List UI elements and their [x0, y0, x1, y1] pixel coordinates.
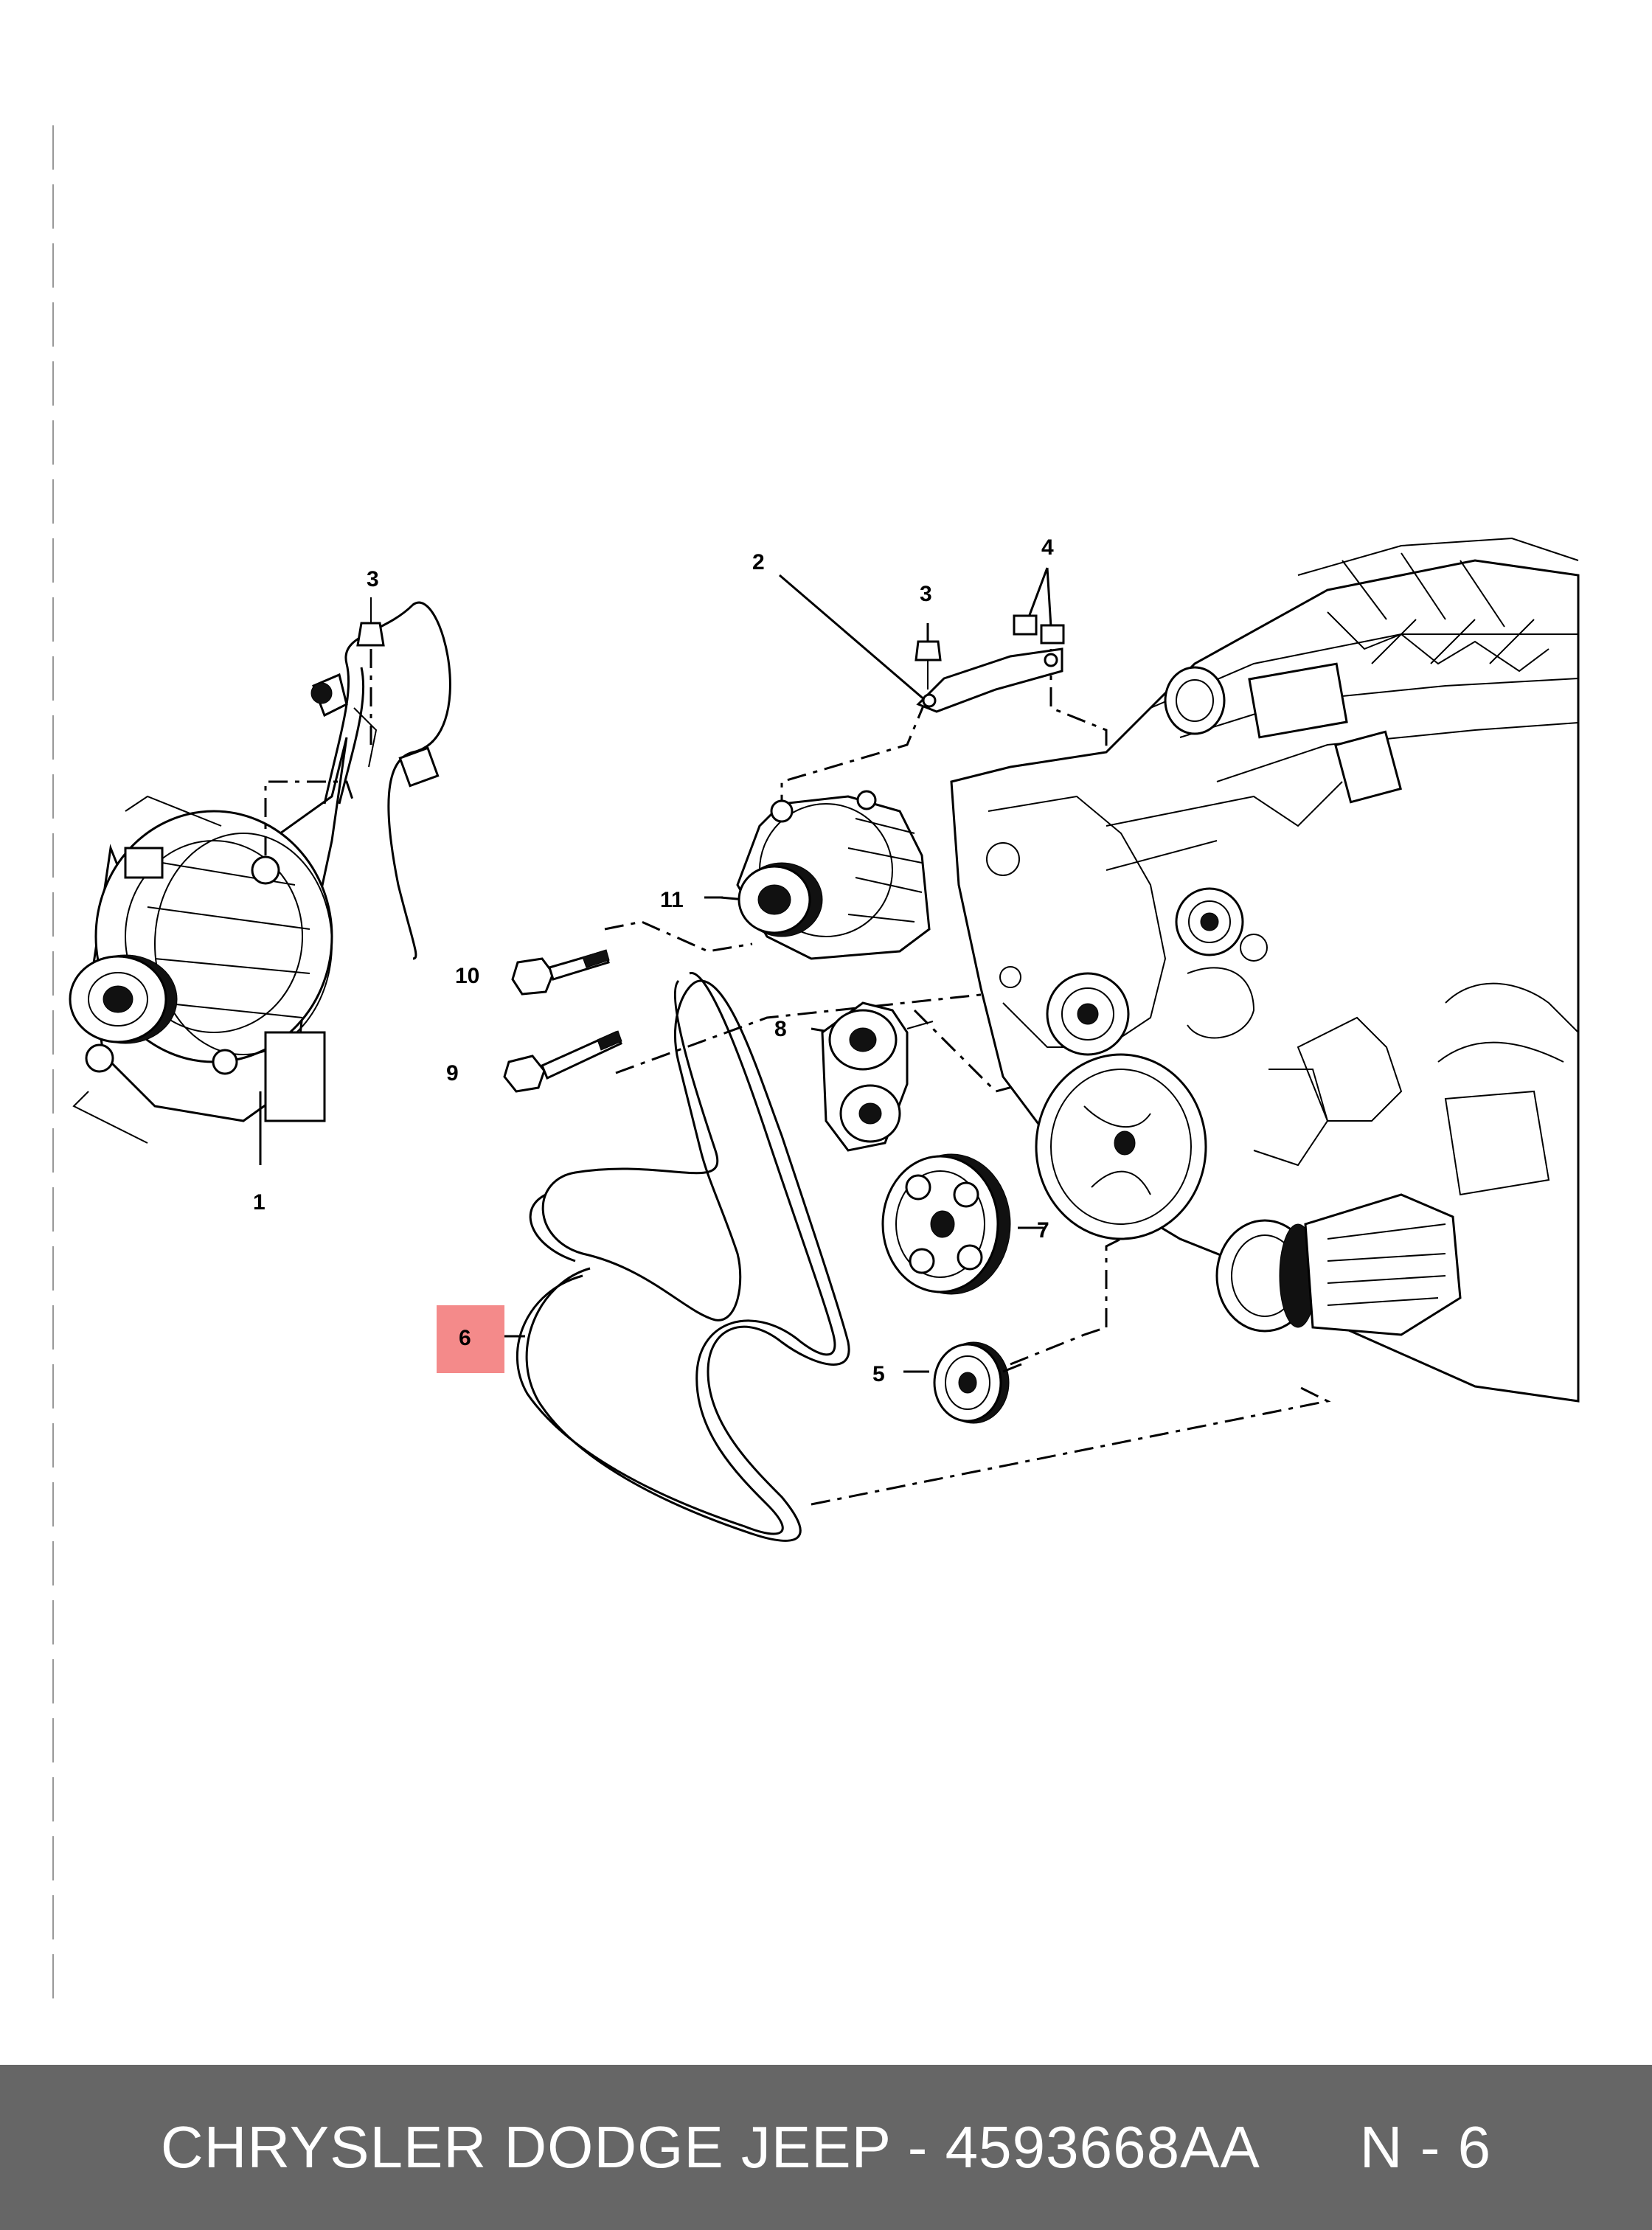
footer-text: CHRYSLER DODGE JEEP - 4593668AA N - 6 — [161, 2113, 1491, 2181]
bolt-9 — [503, 1030, 622, 1093]
footer-gap — [1257, 2114, 1359, 2180]
idler-pulley-5 — [933, 1341, 1022, 1424]
footer-bar: CHRYSLER DODGE JEEP - 4593668AA N - 6 — [0, 2065, 1652, 2230]
callout-6: 6 — [459, 1326, 471, 1350]
callout-8: 8 — [774, 1017, 787, 1041]
callout-4: 4 — [1041, 535, 1054, 560]
callout-3-left: 3 — [367, 567, 379, 591]
parts-diagram: 1 2 3 3 4 5 6 7 8 9 10 11 — [52, 125, 1580, 2006]
belt-tensioner — [821, 1001, 934, 1152]
footer-title: CHRYSLER DODGE JEEP - 4593668AA — [160, 2114, 1257, 2180]
callout-11: 11 — [660, 888, 684, 912]
callout-2: 2 — [752, 550, 765, 574]
alternator-left — [69, 737, 348, 1144]
callout-1: 1 — [253, 1190, 266, 1215]
engine-assembly — [950, 537, 1580, 1403]
serpentine-belt — [516, 972, 850, 1542]
highlight-box — [437, 1305, 504, 1373]
callout-10: 10 — [455, 964, 479, 988]
callout-3-center: 3 — [920, 582, 932, 606]
bolt-10 — [511, 949, 610, 996]
fasteners-top — [914, 614, 1065, 690]
callout-5: 5 — [872, 1362, 885, 1386]
idler-pulley-7 — [881, 1153, 1011, 1295]
footer-page: N - 6 — [1359, 2114, 1492, 2180]
alternator-center — [736, 790, 931, 960]
bracket-2 — [916, 647, 1063, 713]
callout-9: 9 — [446, 1061, 459, 1086]
callout-7: 7 — [1037, 1218, 1049, 1243]
wire-harness — [310, 597, 451, 960]
